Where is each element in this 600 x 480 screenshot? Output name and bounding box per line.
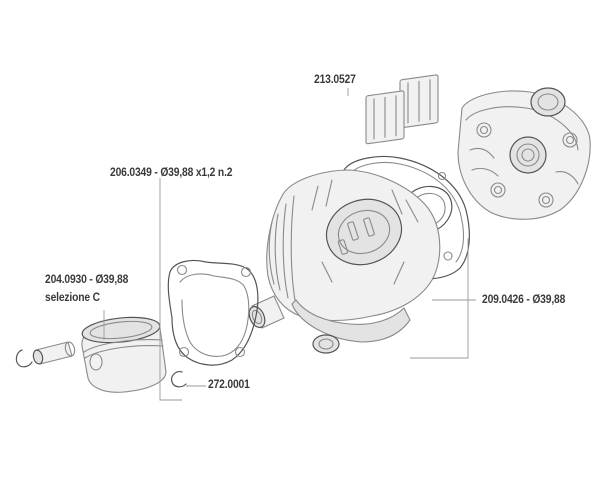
label-circlip-code: 272.0001 [208,377,250,391]
piston [81,316,167,393]
label-gasket-set-code: 206.0349 - Ø39,88 x1,2 n.2 [110,165,233,179]
cylinder-head [457,87,591,220]
cylinder-body [248,169,441,354]
label-cylinder-kit-code: 209.0426 - Ø39,88 [482,292,566,306]
circlip-left [15,349,33,368]
piston-pin [32,341,76,365]
leader-cylinder [410,238,476,359]
label-reed-valve-code: 213.0527 [314,72,356,86]
base-gasket [167,259,259,366]
label-piston-code: 204.0930 - Ø39,88 [45,272,129,286]
label-piston-note: selezione C [45,290,100,304]
circlip-right [171,371,187,388]
leader-gasket [159,178,182,401]
reed-valve-petals [365,74,439,145]
